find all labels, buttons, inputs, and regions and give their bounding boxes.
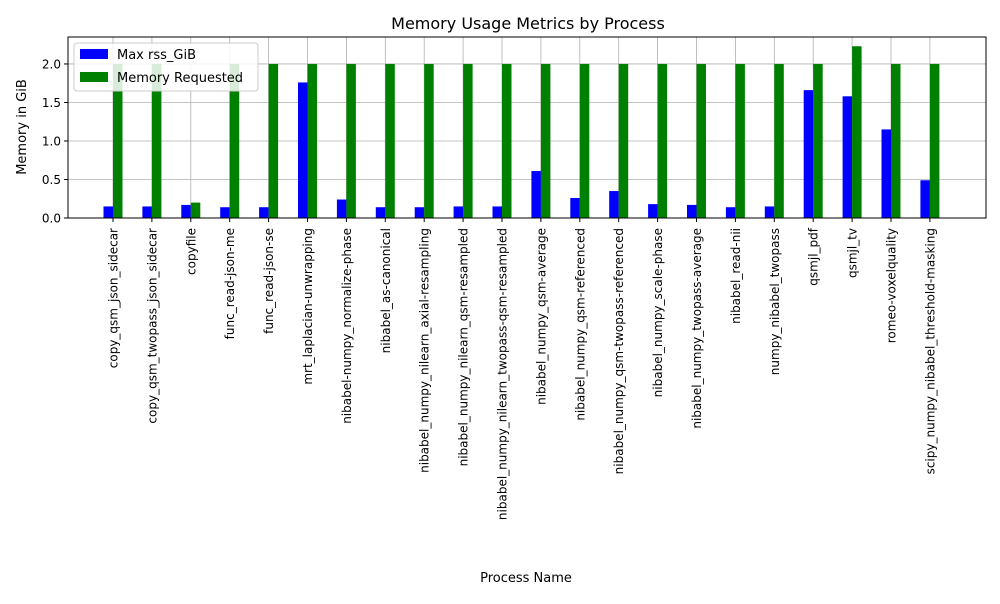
- legend-swatch-max-rss: [80, 49, 108, 59]
- x-tick-label: nibabel_numpy_nilearn_twopass-qsm-resamp…: [496, 228, 510, 520]
- bar-memory-requested: [852, 46, 862, 218]
- bar-max-rss: [103, 206, 113, 218]
- x-tick-label: nibabel_numpy_nilearn_axial-resampling: [418, 228, 432, 473]
- x-axis-label: Process Name: [480, 571, 572, 586]
- bar-memory-requested: [579, 63, 590, 219]
- x-axis: copy_qsm_json_sidecar copy_qsm_twopass_js…: [107, 218, 937, 520]
- bars: [103, 46, 940, 219]
- bar-memory-requested: [813, 63, 823, 219]
- bar-max-rss: [298, 82, 308, 218]
- bar-memory-requested: [463, 63, 473, 219]
- bar-memory-requested: [385, 63, 395, 219]
- y-tick-label: 0.5: [42, 173, 61, 187]
- x-tick-label: nibabel-numpy_normalize-phase: [340, 228, 354, 424]
- x-tick-label: scipy_numpy_nibabel_threshold-masking: [923, 228, 937, 474]
- y-tick-label: 1.5: [42, 96, 61, 110]
- bar-max-rss: [259, 207, 269, 218]
- x-tick-label: nibabel_numpy_twopass-average: [690, 228, 704, 429]
- bar-memory-requested: [424, 63, 434, 219]
- chart-title: Memory Usage Metrics by Process: [391, 14, 665, 33]
- x-tick-label: nibabel_read-nii: [729, 228, 743, 324]
- bar-max-rss: [920, 180, 930, 218]
- bar-max-rss: [414, 207, 425, 218]
- bar-max-rss: [142, 206, 152, 218]
- bar-memory-requested: [891, 63, 901, 219]
- x-tick-label: nibabel_numpy_qsm-twopass-referenced: [612, 228, 626, 474]
- bar-max-rss: [220, 207, 230, 218]
- x-tick-label: copy_qsm_json_sidecar: [107, 228, 121, 368]
- plot-frame: [67, 36, 987, 219]
- bar-memory-requested: [735, 63, 745, 219]
- y-axis-label: Memory in GiB: [15, 79, 30, 175]
- bar-memory-requested: [151, 63, 162, 219]
- x-tick-label: nibabel_numpy_nilearn_qsm-resampled: [457, 228, 471, 466]
- y-tick-label: 0.0: [42, 212, 61, 226]
- bar-max-rss: [842, 96, 853, 218]
- bar-memory-requested: [502, 63, 512, 219]
- x-tick-label: qsmjl_pdf: [807, 227, 821, 285]
- bar-memory-requested: [540, 63, 551, 219]
- bar-max-rss: [492, 206, 502, 218]
- bar-memory-requested: [929, 63, 940, 219]
- bar-max-rss: [803, 90, 814, 218]
- bar-max-rss: [764, 206, 775, 218]
- bar-memory-requested: [190, 202, 201, 218]
- bar-max-rss: [648, 204, 658, 218]
- x-tick-label: nibabel_numpy_qsm-average: [534, 228, 548, 405]
- bar-max-rss: [375, 207, 386, 218]
- bar-memory-requested: [307, 63, 317, 219]
- x-tick-label: func_read-json-me: [223, 228, 237, 339]
- x-tick-label: nibabel_as-canonical: [379, 228, 393, 353]
- y-axis: 0.0 0.5 1.0 1.5 2.0: [42, 57, 68, 226]
- bar-max-rss: [453, 206, 464, 218]
- bar-memory-requested: [346, 63, 356, 219]
- bar-max-rss: [570, 197, 580, 218]
- bar-memory-requested: [618, 63, 629, 219]
- legend: Max rss_GiB Memory Requested: [73, 42, 259, 92]
- x-tick-label: copyfile: [184, 228, 198, 275]
- legend-label-max-rss: Max rss_GiB: [117, 48, 196, 63]
- bar-memory-requested: [229, 63, 240, 219]
- legend-swatch-memory-requested: [80, 72, 108, 82]
- x-tick-label: copy_qsm_twopass_json_sidecar: [145, 228, 159, 424]
- y-tick-label: 1.0: [42, 134, 61, 148]
- x-tick-label: mrt_laplacian-unwrapping: [301, 228, 315, 385]
- bar-memory-requested: [696, 63, 706, 219]
- bar-memory-requested: [113, 63, 123, 219]
- x-tick-label: numpy_nibabel_twopass: [768, 228, 782, 375]
- y-tick-label: 2.0: [42, 57, 61, 71]
- x-tick-label: qsmjl_tv: [846, 228, 860, 278]
- bar-max-rss: [687, 204, 697, 218]
- bar-max-rss: [725, 207, 736, 218]
- bar-max-rss: [881, 129, 891, 218]
- bar-max-rss: [531, 171, 541, 218]
- bar-memory-requested: [268, 63, 279, 219]
- x-tick-label: func_read-json-se: [262, 228, 276, 334]
- legend-label-memory-requested: Memory Requested: [117, 71, 243, 86]
- bar-max-rss: [181, 204, 191, 218]
- bar-memory-requested: [774, 63, 784, 219]
- bar-max-rss: [609, 191, 619, 218]
- x-tick-label: nibabel_numpy_scale-phase: [651, 228, 665, 397]
- x-tick-label: romeo-voxelquality: [885, 228, 899, 343]
- legend-box: [73, 42, 259, 92]
- bar-memory-requested: [657, 63, 668, 219]
- x-tick-label: nibabel_numpy_qsm-referenced: [573, 228, 587, 421]
- bar-max-rss: [336, 199, 347, 218]
